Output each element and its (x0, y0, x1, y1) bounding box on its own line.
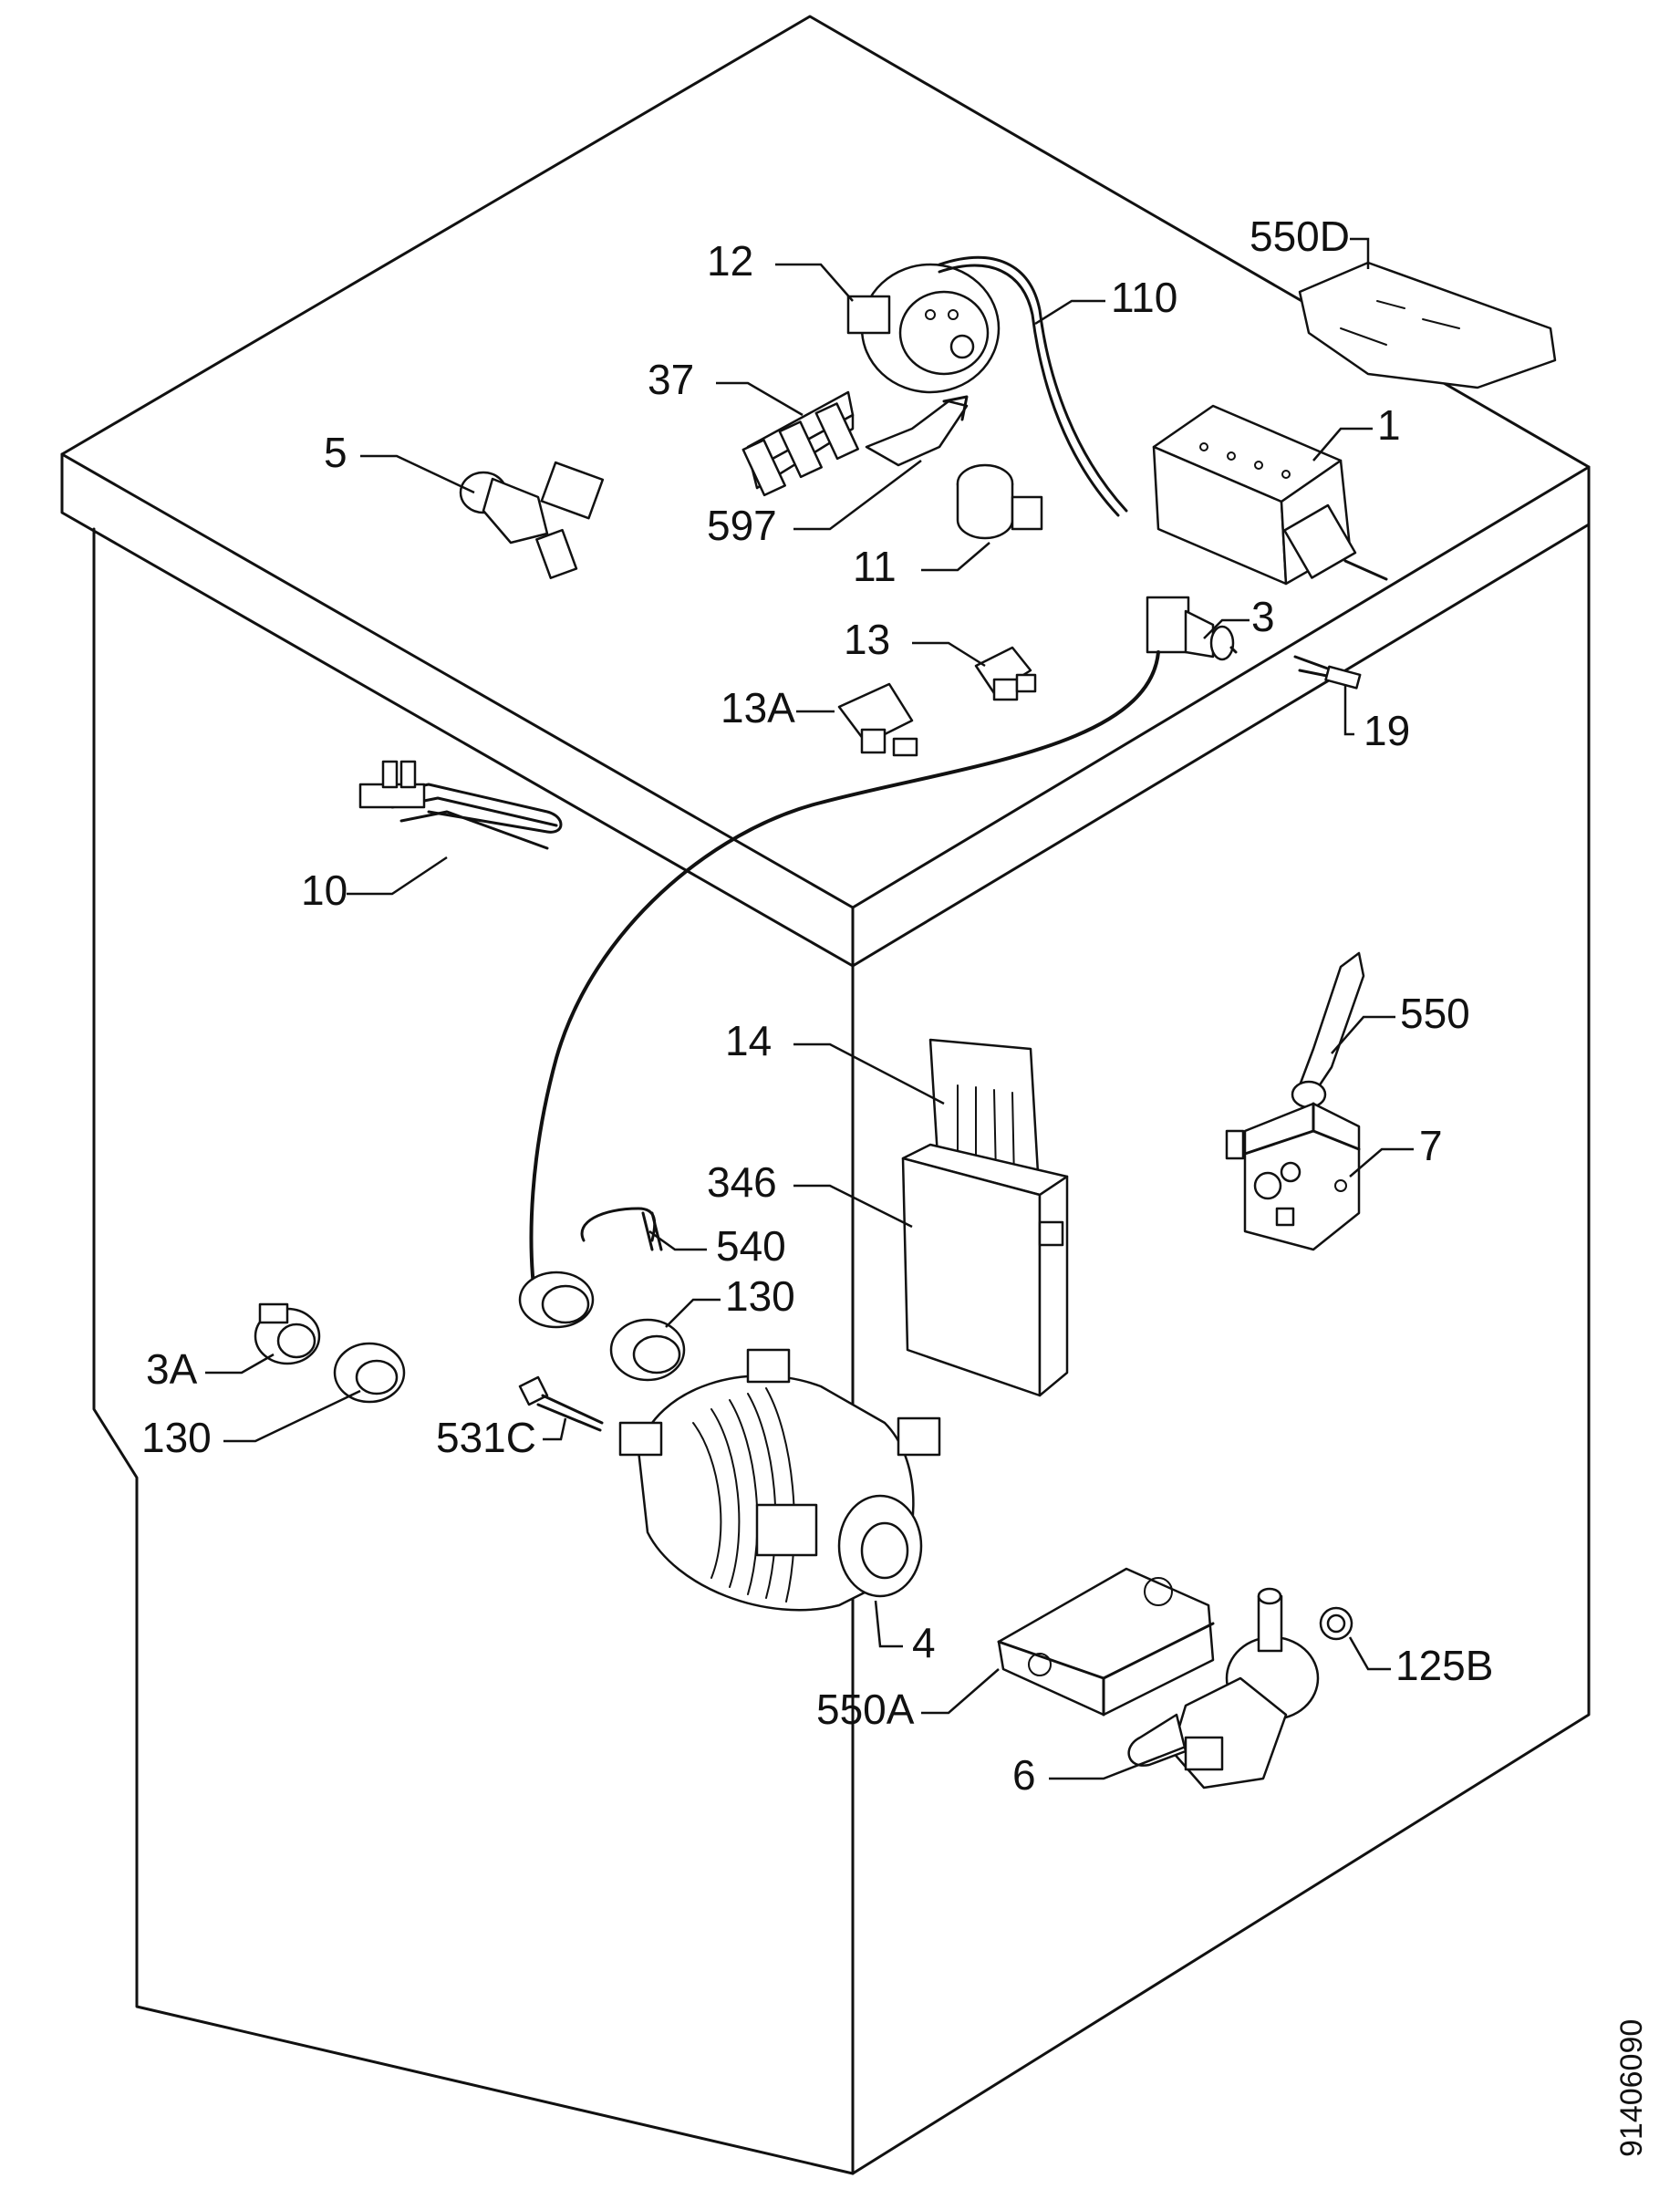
part-13-connector (974, 646, 1037, 701)
label-130-upper: 130 (725, 1272, 795, 1320)
part-550-lever (1291, 951, 1365, 1109)
label-5: 5 (324, 429, 347, 476)
drawing-number: 91406090 (1614, 2019, 1649, 2157)
part-labels: 550D 1 12 110 37 5 597 11 3 13 13A 19 10… (141, 213, 1493, 1799)
label-11: 11 (853, 543, 897, 590)
label-346: 346 (707, 1158, 777, 1206)
label-540: 540 (716, 1222, 786, 1270)
part-3a-switch (254, 1302, 321, 1365)
label-19: 19 (1364, 707, 1410, 754)
label-37: 37 (648, 356, 694, 403)
leader-lines (205, 237, 1414, 1780)
part-597-bracket (865, 395, 969, 467)
part-11-capacitor (956, 463, 1043, 540)
part-37-terminal-block (741, 390, 859, 497)
part-7-door-lock (1225, 1102, 1361, 1251)
part-12-pressure-switch (846, 263, 1001, 394)
label-13: 13 (844, 616, 890, 663)
label-4: 4 (912, 1619, 936, 1666)
part-5-inlet-valve (459, 461, 605, 579)
part-110-hose (938, 255, 1128, 517)
part-3-switch (1146, 596, 1238, 661)
part-540-clip (580, 1207, 663, 1251)
part-19-connector (1293, 655, 1362, 690)
part-125b-seal (1319, 1606, 1353, 1641)
part-4-motor (618, 1348, 941, 1612)
part-grommet-near-wire (518, 1271, 595, 1329)
part-1-programmer (1152, 404, 1388, 586)
label-13a: 13A (721, 684, 795, 731)
part-10-heating-element (358, 760, 563, 850)
part-13a-connector (837, 682, 918, 757)
part-550a-pad (997, 1567, 1215, 1717)
label-7: 7 (1419, 1122, 1443, 1169)
label-10: 10 (301, 866, 347, 914)
label-6: 6 (1012, 1751, 1036, 1799)
label-14: 14 (725, 1017, 772, 1064)
label-550: 550 (1400, 990, 1470, 1037)
label-12: 12 (707, 237, 753, 285)
label-550a: 550A (816, 1686, 915, 1733)
part-130-grommet-lower (333, 1342, 406, 1404)
part-531c-screw (518, 1375, 604, 1432)
label-125b: 125B (1395, 1642, 1493, 1689)
label-550d: 550D (1250, 213, 1350, 260)
part-550d-cover-plate (1298, 261, 1557, 389)
part-346-dispenser-box (901, 1143, 1069, 1397)
label-531c: 531C (436, 1414, 536, 1461)
label-1: 1 (1377, 401, 1401, 449)
label-597: 597 (707, 502, 777, 549)
wire-harness (529, 650, 1160, 1288)
part-130-grommet-upper (609, 1318, 686, 1382)
label-110: 110 (1111, 274, 1177, 321)
label-130-lower: 130 (141, 1414, 212, 1461)
label-3a: 3A (146, 1345, 198, 1393)
label-3: 3 (1251, 593, 1275, 640)
